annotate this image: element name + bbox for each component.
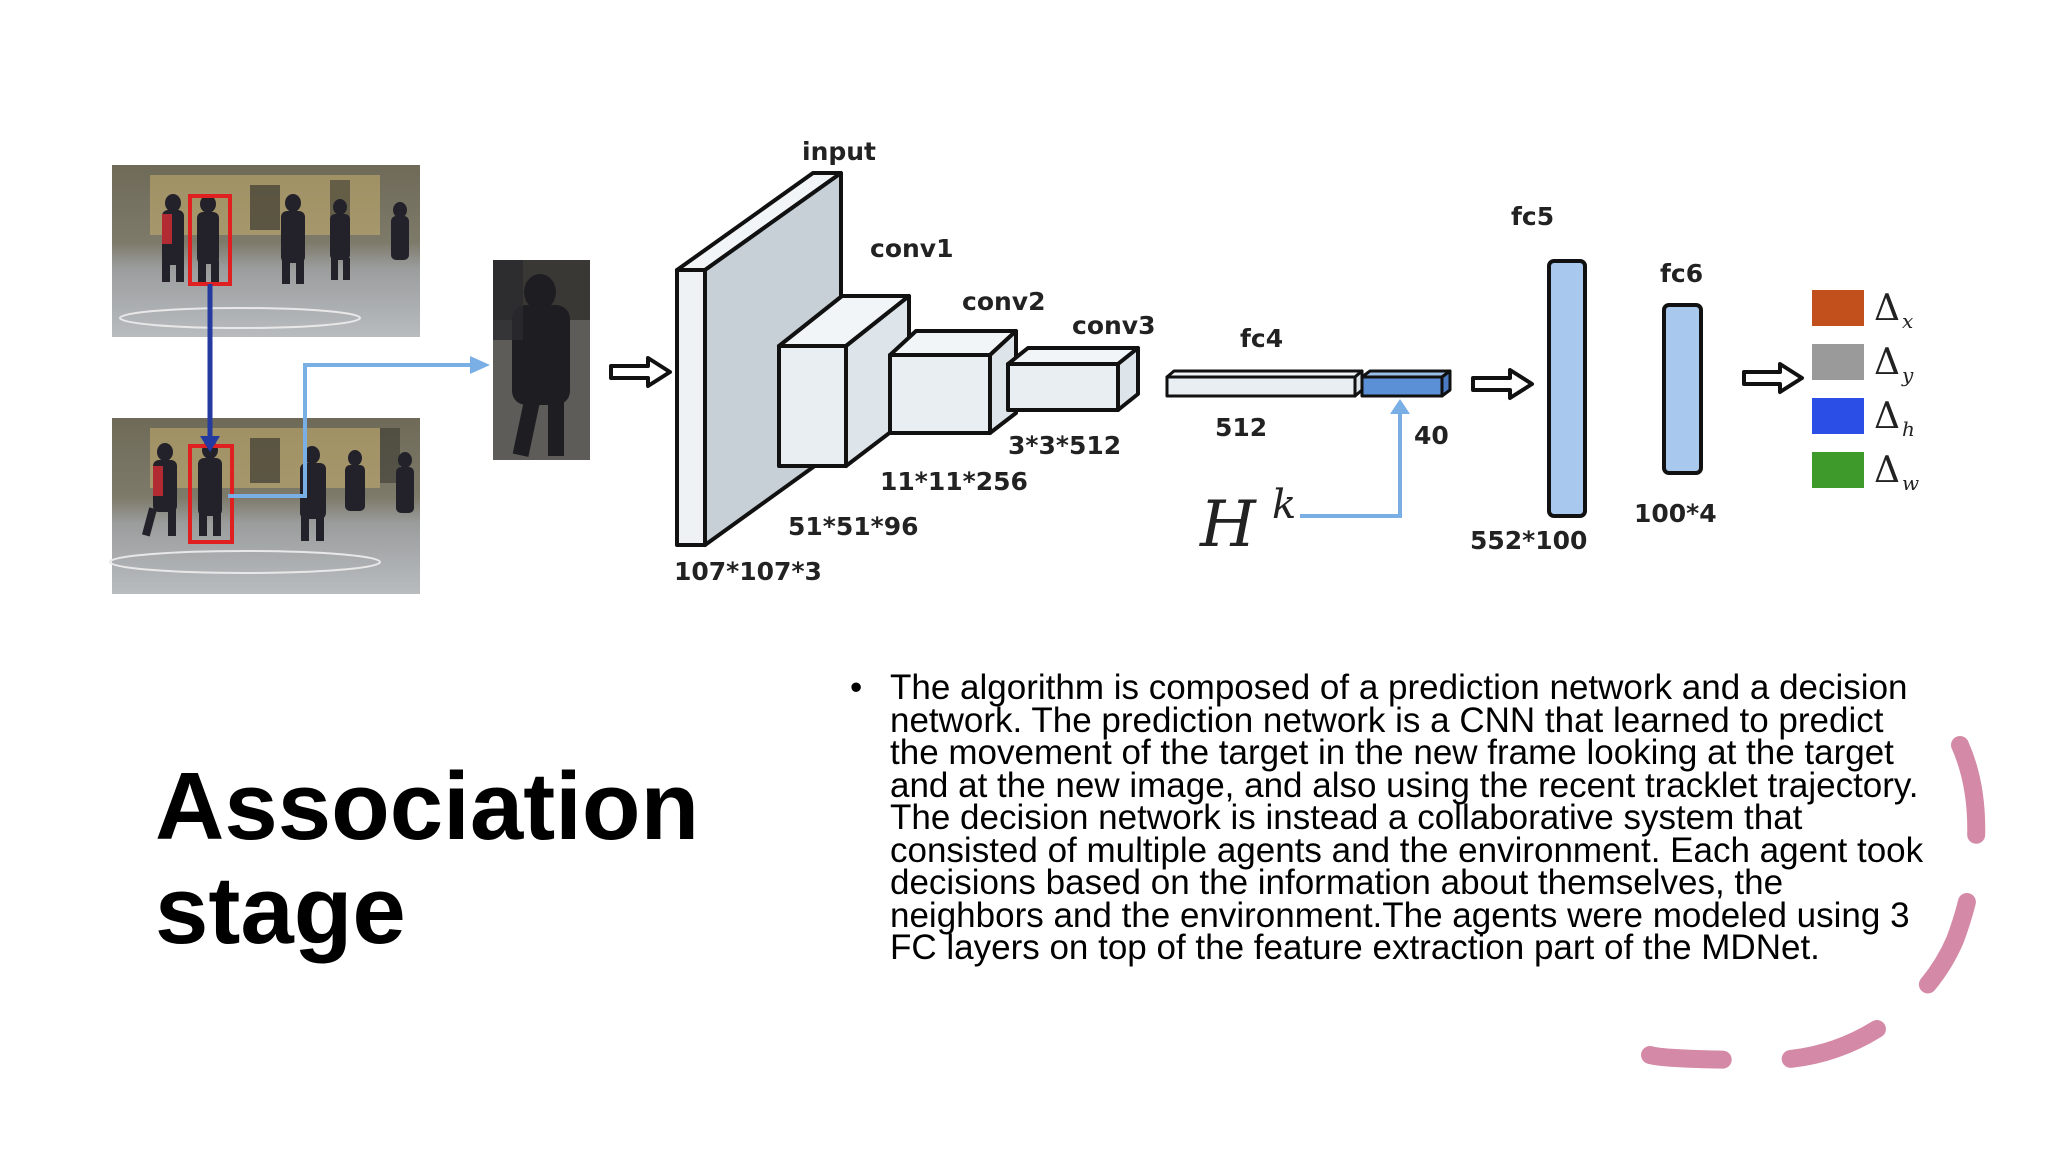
dim-fc4: 512 [1215, 413, 1267, 442]
output-symbol-y: Δ [1874, 342, 1900, 383]
output-symbol-h: Δ [1874, 396, 1900, 437]
output-subscript-w: w [1902, 471, 1919, 495]
label-conv1: conv1 [870, 234, 953, 263]
fc4-layer [1167, 371, 1362, 396]
scene-frame-bottom [110, 418, 420, 594]
dim-concat: 40 [1414, 421, 1449, 450]
fc6-layer [1664, 305, 1701, 473]
hollow-arrow-3 [1744, 364, 1802, 392]
dim-conv3: 3*3*512 [1008, 431, 1121, 460]
output-swatch-h [1812, 398, 1864, 434]
output-swatch-x [1812, 290, 1864, 326]
output-swatch-y [1812, 344, 1864, 380]
dim-input: 107*107*3 [674, 557, 822, 586]
scene-frame-top [112, 165, 420, 337]
output-symbol-x: Δ [1874, 288, 1900, 329]
output-swatch-w [1812, 452, 1864, 488]
bullet-text: The algorithm is composed of a predictio… [890, 668, 1923, 967]
history-arrow [1300, 412, 1400, 516]
label-conv2: conv2 [962, 287, 1045, 316]
crop-arrowhead [470, 356, 490, 374]
output-subscript-y: y [1901, 363, 1914, 387]
label-conv3: conv3 [1072, 311, 1155, 340]
title-line-2: stage [155, 859, 699, 963]
dim-conv1: 51*51*96 [788, 512, 919, 541]
title-line-1: Association [155, 755, 699, 859]
output-symbol-w: Δ [1874, 450, 1900, 491]
hollow-arrow-2 [1473, 370, 1532, 398]
hollow-arrow-1 [611, 358, 670, 386]
output-subscript-x: x [1902, 309, 1913, 333]
dim-fc5: 552*100 [1470, 526, 1587, 555]
history-label: H k [1199, 482, 1296, 562]
bullet-item: • The algorithm is composed of a predict… [850, 672, 1930, 965]
bullet-list: • The algorithm is composed of a predict… [850, 672, 1930, 965]
output-subscript-h: h [1902, 417, 1915, 441]
target-crop-image [493, 260, 590, 460]
dim-conv2: 11*11*256 [880, 467, 1028, 496]
label-fc4: fc4 [1240, 324, 1283, 353]
slide-title: Association stage [155, 755, 699, 963]
conv2-layer [890, 331, 1016, 433]
dim-fc6: 100*4 [1634, 499, 1717, 528]
history-symbol: H [1199, 488, 1257, 562]
history-superscript: k [1272, 482, 1296, 528]
concat-layer [1362, 371, 1450, 396]
fc5-layer [1549, 261, 1585, 516]
conv3-layer [1008, 348, 1138, 410]
label-fc6: fc6 [1660, 259, 1703, 288]
history-arrowhead [1390, 399, 1410, 414]
label-input: input [802, 137, 876, 166]
bullet-marker: • [850, 672, 862, 705]
label-fc5: fc5 [1511, 202, 1554, 231]
